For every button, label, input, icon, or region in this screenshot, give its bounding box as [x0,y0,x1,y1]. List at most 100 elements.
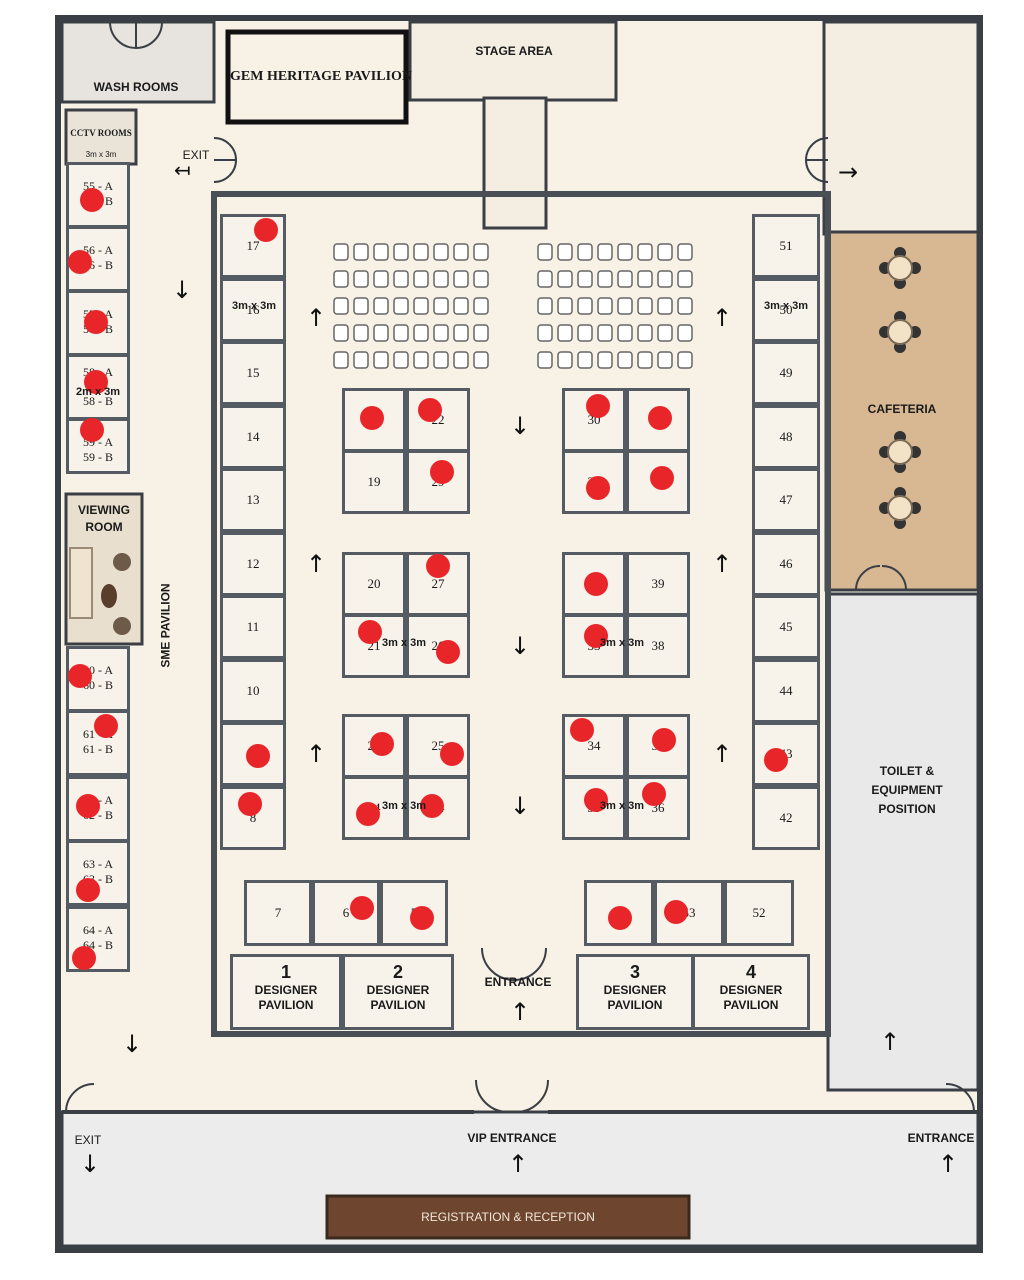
up-arrow-icon: ↑ [306,304,327,332]
booth-number: 34 [587,738,601,753]
up-arrow-icon: ↑ [880,1028,901,1056]
marker-dot [426,554,450,578]
chair [617,324,633,342]
chair [453,324,469,342]
sme-booth-b: 59 - B [83,450,113,464]
marker-dot [76,794,100,818]
designer-pavilion-number: 2 [392,962,403,982]
up-arrow-icon: ↑ [508,1150,529,1178]
booth-number: 52 [752,905,766,920]
booth-left-column[interactable]: 14 [220,404,286,469]
booth-right-column[interactable]: 49 [752,341,820,405]
booth-number: 7 [274,905,282,920]
marker-dot [420,794,444,818]
chair [597,297,613,315]
booth-left-column[interactable]: 13 [220,468,286,532]
booth-number: 8 [249,809,257,825]
chair [537,243,553,261]
marker-dot [350,896,374,920]
chair [373,351,389,369]
chair [657,270,673,288]
chair [353,324,369,342]
chair [597,270,613,288]
booth-number: 11 [246,619,260,634]
marker-dot [430,460,454,484]
chair [577,243,593,261]
chair [637,270,653,288]
booth-number: 45 [779,619,793,634]
booth-left-column[interactable]: 12 [220,531,286,596]
size-label: 3m x 3m [599,637,645,649]
size-label: 3m x 3m [381,800,427,812]
chair [453,243,469,261]
booth-right-column[interactable]: 47 [752,468,820,532]
booth-number: 49 [779,365,793,380]
booth-number: 19 [367,474,381,489]
booth-island[interactable]: 20 [342,552,406,616]
exit-top-label: EXIT [182,148,210,162]
chair [557,270,573,288]
booth-right-column[interactable]: 46 [752,531,820,596]
designer-pavilion-label: DESIGNER [254,983,318,997]
booth-island[interactable]: 39 [626,552,690,616]
chair [597,324,613,342]
up-arrow-icon: ↑ [712,550,733,578]
designer-pavilion-label: PAVILION [723,998,779,1012]
down-arrow-icon: ↓ [122,1030,143,1058]
chair [373,270,389,288]
booth-number: 51 [779,238,793,253]
chair [537,270,553,288]
chair [677,324,693,342]
booth-island[interactable]: 38 [626,614,690,678]
designer-pavilion-label: PAVILION [258,998,314,1012]
chair [393,270,409,288]
chair [433,351,449,369]
booth-right-column[interactable]: 44 [752,658,820,723]
booth-left-column[interactable]: 16 [220,277,286,342]
booth-number: 50 [779,301,793,317]
booth-right-column[interactable]: 50 [752,277,820,342]
booth-island[interactable]: 22 [406,388,470,452]
booth-left-column[interactable]: 10 [220,658,286,723]
entrance-right-label: ENTRANCE [907,1131,975,1145]
booth-left-column[interactable]: 8 [220,785,286,850]
booth-right-column[interactable]: 48 [752,404,820,469]
chair [657,297,673,315]
marker-dot [84,310,108,334]
up-arrow-icon: ↑ [306,550,327,578]
chair [557,351,573,369]
booth-left-column[interactable]: 11 [220,595,286,659]
booth-left-column[interactable]: 15 [220,341,286,405]
booth-island[interactable]: 32 [562,552,626,616]
down-arrow-icon: ↓ [172,276,193,304]
marker-dot [584,624,608,648]
chair [537,324,553,342]
marker-dot [410,906,434,930]
booth-island[interactable]: 18 [342,388,406,452]
booth-right-column[interactable]: 42 [752,785,820,850]
designer-pavilion-number: 4 [745,962,756,982]
marker-dot [642,782,666,806]
booth-bottom-left[interactable]: 7 [244,880,312,946]
down-arrow-icon: ↓ [80,1150,101,1178]
booth-bottom-right[interactable]: 52 [724,880,794,946]
designer-pavilion-label: DESIGNER [603,983,667,997]
booth-right-column[interactable]: 45 [752,595,820,659]
marker-dot [254,218,278,242]
designer-pavilion-number: 3 [629,962,640,982]
chair [677,351,693,369]
booth-right-column[interactable]: 51 [752,214,820,278]
booth-island[interactable]: 19 [342,450,406,514]
gem-heritage-label: GEM HERITAGE PAVILION [230,69,413,84]
marker-dot [586,394,610,418]
chair [373,243,389,261]
chair [677,243,693,261]
exit-bottom-label: EXIT [74,1133,102,1147]
marker-dot [84,370,108,394]
marker-dot [418,398,442,422]
